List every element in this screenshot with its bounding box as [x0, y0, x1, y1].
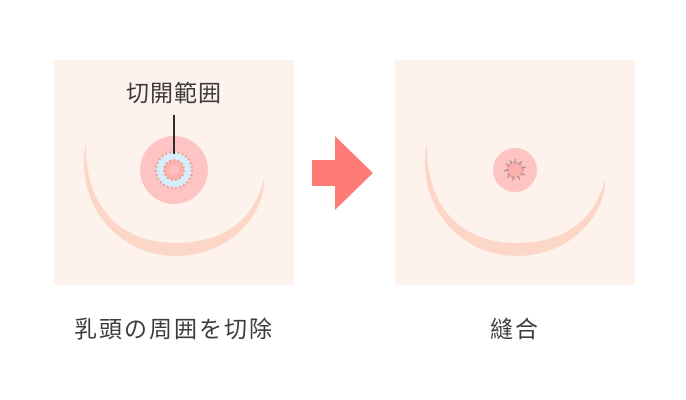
inner-incision-line — [163, 159, 185, 181]
before-panel: 切開範囲 — [54, 60, 294, 285]
right-arrow-icon — [312, 136, 373, 210]
before-caption: 乳頭の周囲を切除 — [74, 317, 274, 343]
breast-after-illustration — [424, 142, 606, 256]
nipple — [507, 162, 523, 178]
after-caption: 縫合 — [490, 317, 540, 343]
nipple-center — [169, 165, 179, 175]
breast-before-illustration — [83, 115, 265, 256]
incision-range-label: 切開範囲 — [126, 81, 222, 107]
suture-stitches — [503, 159, 527, 181]
after-panel — [395, 60, 635, 285]
